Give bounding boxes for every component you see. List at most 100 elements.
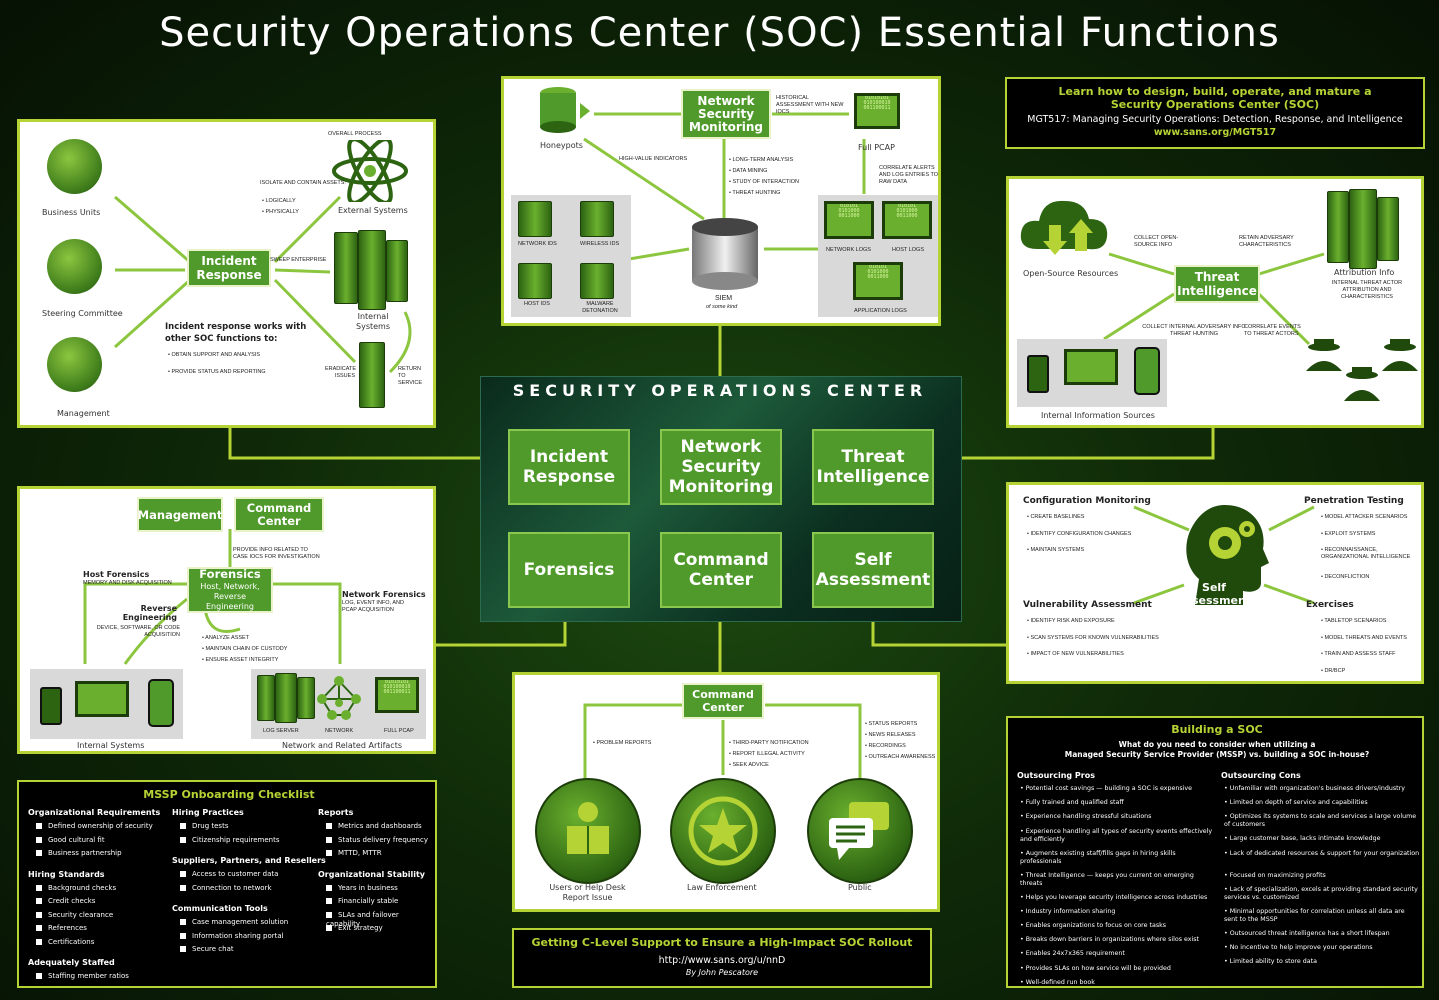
checklist-item-label: Exit strategy [338,924,383,932]
server-icon [1327,191,1349,263]
cloud-icon [1020,200,1108,255]
checkbox[interactable] [180,823,186,829]
checkbox[interactable] [326,911,332,918]
pt-bullet-3: • RECONNAISSANCE, ORGANIZATIONAL INTELLI… [1321,547,1411,560]
checkbox[interactable] [36,938,42,945]
forensics-panel: Management Command Center PROVIDE INFO R… [17,486,436,754]
checkbox[interactable] [180,932,186,939]
mssp-checklist-item[interactable]: Drug tests [180,822,228,831]
mssp-checklist-item[interactable]: Credit checks [36,897,95,906]
network-forensics-sublabel: LOG, EVENT INFO, AND PCAP ACQUISITION [342,600,404,613]
mssp-checklist-item[interactable]: Metrics and dashboards [326,822,422,831]
mssp-checklist-item[interactable]: Exit strategy [326,924,383,933]
checkbox[interactable] [36,898,42,904]
soc-consideration-item: • Well-defined run book [1020,978,1095,986]
checkbox[interactable] [36,836,42,843]
va-bullet-1: • IDENTIFY RISK AND EXPOSURE [1027,618,1115,624]
checklist-item-label: Background checks [48,883,117,892]
mssp-checklist-item[interactable]: Background checks [36,884,116,893]
mssp-checklist-item[interactable]: Case management solution [180,918,288,927]
soc-consideration-item: • Optimizes its systems to scale and ser… [1224,813,1417,829]
va-bullet-2: • SCAN SYSTEMS FOR KNOWN VULNERABILITIES [1027,635,1159,641]
outsourcing-pros-heading: Outsourcing Pros [1017,771,1095,780]
mssp-checklist-item[interactable]: Financially stable [326,897,398,906]
mssp-checklist-item[interactable]: Staffing member ratios [36,972,129,981]
checkbox[interactable] [326,836,332,843]
checklist-item-label: Business partnership [48,849,122,857]
pt-bullet-1: • MODEL ATTACKER SCENARIOS [1321,514,1408,520]
status-reports-label: • STATUS REPORTS [865,721,918,727]
checkbox[interactable] [180,884,186,891]
mssp-checklist-item[interactable]: References [36,924,87,933]
checklist-item-label: Information sharing portal [192,931,284,940]
checkbox[interactable] [180,919,186,925]
ad-line2: Security Operations Center (SOC) [1110,98,1320,111]
steering-committee-icon [47,239,102,294]
checkbox[interactable] [326,850,332,856]
checkbox[interactable] [180,836,186,843]
soc-self-assessment-button[interactable]: Self Assessment [812,532,934,608]
mssp-title: MSSP Onboarding Checklist [143,788,315,801]
soc-threat-intelligence-button[interactable]: Threat Intelligence [812,429,934,505]
laptop-icon [75,681,129,717]
checklist-item-label: Metrics and dashboards [338,822,422,830]
soc-incident-response-button[interactable]: Incident Response [508,429,630,505]
atom-icon [332,140,408,202]
network-logs-label: NETWORK LOGS [826,247,871,253]
checkbox[interactable] [180,946,186,952]
mssp-checklist-item[interactable]: Connection to network [180,884,272,893]
soc-consideration-item: • Industry information sharing [1020,907,1116,915]
checkbox[interactable] [36,884,42,891]
nsm-analysis-1: • LONG-TERM ANALYSIS [729,157,794,163]
forensics-hub: Forensics Host, Network, Reverse Enginee… [187,567,273,613]
soc-consideration-item: • Outsourced threat intelligence has a s… [1224,929,1390,937]
provide-info-label: PROVIDE INFO RELATED TO CASE IOCs FOR IN… [233,547,320,560]
steering-committee-label: Steering Committee [42,309,123,318]
forensics-action-1: • ANALYZE ASSET [202,635,250,641]
building-soc-question-1: What do you need to consider when utiliz… [1118,740,1316,749]
attribution-info-label: Attribution Info [1334,268,1395,277]
mssp-checklist-item[interactable]: MTTD, MTTR [326,849,382,858]
soc-nsm-button[interactable]: Network Security Monitoring [660,429,782,505]
public-label: Public [848,883,872,892]
mssp-checklist-item[interactable]: Status delivery frequency [326,836,428,845]
ir-note-line2: other SOC functions to: [165,334,278,344]
server-icon [334,232,358,304]
threat-intel-panel: Open-Source Resources COLLECT OPEN-SOURC… [1006,176,1424,428]
law-enforcement-badge-icon [670,778,776,884]
checkbox[interactable] [36,925,42,931]
mssp-checklist-item[interactable]: Certifications [36,938,94,947]
checklist-item-label: Financially stable [338,897,399,905]
mssp-checklist-item[interactable]: Information sharing portal [180,932,284,941]
checkbox[interactable] [326,884,332,891]
checklist-item-label: References [48,924,87,932]
checkbox[interactable] [36,823,42,829]
checklist-item-label: Years in business [338,883,398,892]
c-level-url[interactable]: http://www.sans.org/u/nnD [658,955,786,966]
ir-bullet-2: • PROVIDE STATUS AND REPORTING [168,369,266,375]
business-units-label: Business Units [42,208,101,217]
ad-url[interactable]: www.sans.org/MGT517 [1153,127,1277,138]
mssp-checklist-item[interactable]: Good cultural fit [36,836,105,845]
mssp-checklist-item[interactable]: Security clearance [36,911,113,920]
checkbox[interactable] [36,973,42,979]
mssp-checklist-item[interactable]: Defined ownership of security [36,822,153,831]
checkbox[interactable] [36,850,42,856]
checkbox[interactable] [180,871,186,877]
checkbox[interactable] [36,911,42,918]
checkbox[interactable] [326,925,332,931]
forensics-internal-systems-label: Internal Systems [77,741,145,750]
mssp-checklist-item[interactable]: Citizenship requirements [180,836,279,845]
mssp-checklist-item[interactable]: Business partnership [36,849,122,858]
soc-command-center-button[interactable]: Command Center [660,532,782,608]
mssp-checklist-item[interactable]: Secure chat [180,945,234,954]
wireless-ids-label: WIRELESS IDS [580,241,620,247]
mssp-checklist-item[interactable]: Years in business [326,884,398,893]
mssp-checklist-item[interactable]: Access to customer data [180,870,278,879]
threat-intel-hub: Threat Intelligence [1174,265,1260,303]
soc-forensics-button[interactable]: Forensics [508,532,630,608]
checkbox[interactable] [326,898,332,904]
checkbox[interactable] [326,823,332,829]
mssp-checklist-item[interactable]: SLAs and failover capability [326,911,435,929]
